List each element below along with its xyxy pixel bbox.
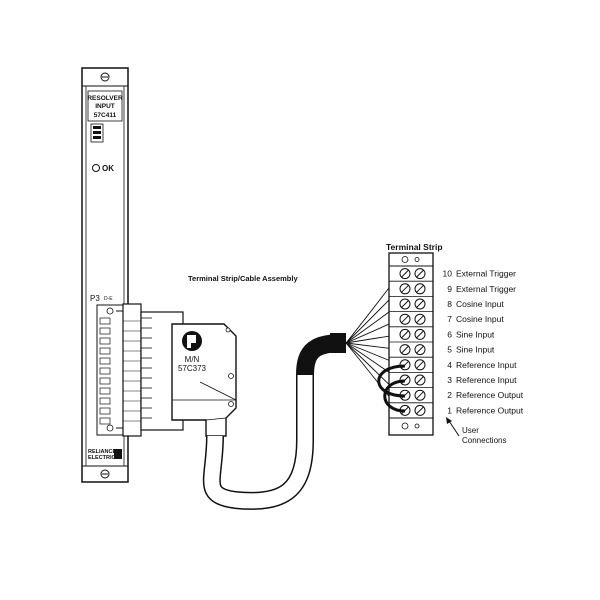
terminal-screw-icon[interactable] [414,389,426,401]
terminal-screw-icon[interactable] [414,283,426,295]
terminal-number: 3 [447,375,452,385]
terminal-label: Reference Output [456,405,524,415]
top-screw-icon [100,72,110,82]
cable-hood: M/N 57C373 [171,323,237,437]
terminal-label: Reference Output [456,390,524,400]
brand-line2: ELECTRIC [88,455,116,461]
card-pin [99,347,111,355]
terminal-row: 7 Cosine Input [389,313,504,328]
card-pin [99,317,111,325]
terminal-label: External Trigger [456,284,516,294]
terminal-screw-icon[interactable] [414,404,426,416]
terminal-number: 1 [447,405,452,415]
bottom-screw-icon [100,469,110,479]
terminal-number: 7 [447,314,452,324]
terminal-number: 8 [447,299,452,309]
terminal-row: 5 Sine Input [389,344,495,358]
terminal-row: 9 External Trigger [389,283,516,297]
svg-text:D-E: D-E [104,296,113,302]
terminal-screw-icon[interactable] [414,359,426,371]
terminal-screw-icon[interactable] [399,298,411,310]
user-connections-callout: User Connections [446,417,506,445]
card-pin [99,407,111,415]
terminal-label: Reference Input [456,360,517,370]
ok-led-icon [92,164,100,172]
terminal-screw-icon[interactable] [414,313,426,325]
module-name-line2: INPUT [95,103,115,110]
reliance-logo-icon [114,449,122,459]
module-model: 57C411 [94,112,117,119]
terminal-label: Sine Input [456,345,495,355]
terminal-screw-icon[interactable] [399,328,411,340]
mn-label: M/N [185,355,200,364]
terminal-row: 6 Sine Input [389,328,495,343]
port-label: P3 [90,294,100,303]
mn-model: 57C373 [178,364,207,373]
terminal-strip-title: Terminal Strip [386,242,443,252]
card-pin [99,367,111,375]
terminal-number: 5 [447,345,452,355]
ok-led-label: OK [102,164,114,173]
module-name-line1: RESOLVER [87,95,123,102]
terminal-screw-icon[interactable] [399,313,411,325]
terminal-screw-icon[interactable] [399,283,411,295]
terminal-screw-icon[interactable] [414,328,426,340]
jumper-loops [377,364,406,413]
terminal-row: 2 Reference Output [389,389,524,404]
cable [202,333,346,510]
card-pin [99,387,111,395]
card-pin [99,327,111,335]
terminal-screw-icon[interactable] [414,374,426,386]
assembly-title: Terminal Strip/Cable Assembly [188,274,298,283]
card-connector [96,304,124,436]
terminal-label: Reference Input [456,375,517,385]
status-window-icon [90,123,104,143]
card-pin [99,417,111,425]
resolver-input-module: RESOLVER INPUT 57C411 OK P3 D-E RELIANCE… [81,67,129,483]
terminal-number: 9 [447,284,452,294]
card-pin [99,397,111,405]
terminal-label: Cosine Input [456,299,504,309]
user-connections-line1: User [462,426,479,435]
terminal-screw-icon[interactable] [399,268,411,280]
terminal-number: 6 [447,329,452,339]
terminal-screw-icon[interactable] [399,344,411,356]
terminal-number: 4 [447,360,452,370]
card-pin [99,377,111,385]
card-pin [99,357,111,365]
brand-line1: RELIANCE [88,449,116,455]
terminal-row: 8 Cosine Input [389,298,504,313]
terminal-label: Sine Input [456,329,495,339]
terminal-label: Cosine Input [456,314,504,324]
terminal-screw-icon[interactable] [414,298,426,310]
user-connections-line2: Connections [462,436,506,445]
terminal-label: External Trigger [456,269,516,279]
terminal-screw-icon[interactable] [414,344,426,356]
terminal-screw-icon[interactable] [414,268,426,280]
reliance-logo-icon [182,331,202,351]
terminal-number: 10 [443,269,453,279]
terminal-number: 2 [447,390,452,400]
card-pin [99,337,111,345]
